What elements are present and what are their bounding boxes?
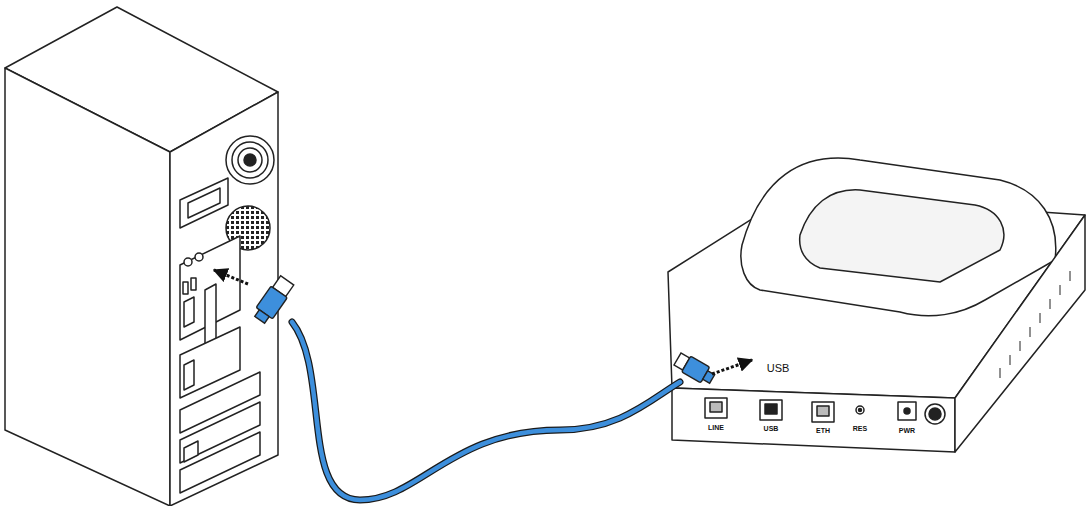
line-port xyxy=(705,398,727,418)
port-label: USB xyxy=(763,425,780,432)
power-switch xyxy=(925,404,945,424)
pc-tower xyxy=(5,7,278,506)
usb-a-plug xyxy=(251,275,295,326)
usb-b-plug xyxy=(673,351,717,387)
usb-cable-outline xyxy=(292,322,680,500)
port-label: ETH xyxy=(815,427,831,434)
tower-side xyxy=(5,68,170,506)
eth-port xyxy=(812,402,834,422)
side-vents xyxy=(1000,271,1070,378)
insert-arrow xyxy=(214,270,248,284)
modem-front xyxy=(672,388,955,452)
power-socket xyxy=(180,178,228,228)
fan xyxy=(226,136,274,184)
video-port xyxy=(184,360,194,390)
modem-side xyxy=(955,215,1085,452)
modem-hump xyxy=(741,158,1056,316)
reset-button xyxy=(856,406,864,414)
modem xyxy=(668,158,1085,452)
cable-label: USB xyxy=(766,363,791,374)
power-jack xyxy=(898,402,916,420)
insert-arrow xyxy=(712,360,752,374)
serial-port xyxy=(184,297,194,327)
usb-port xyxy=(760,400,782,420)
port-label: PWR xyxy=(898,427,916,434)
port-label: LINE xyxy=(707,424,725,431)
usb-cable xyxy=(292,322,680,500)
ethernet-port xyxy=(184,441,198,462)
parallel-port xyxy=(205,284,216,346)
port-label: RES xyxy=(852,425,868,432)
